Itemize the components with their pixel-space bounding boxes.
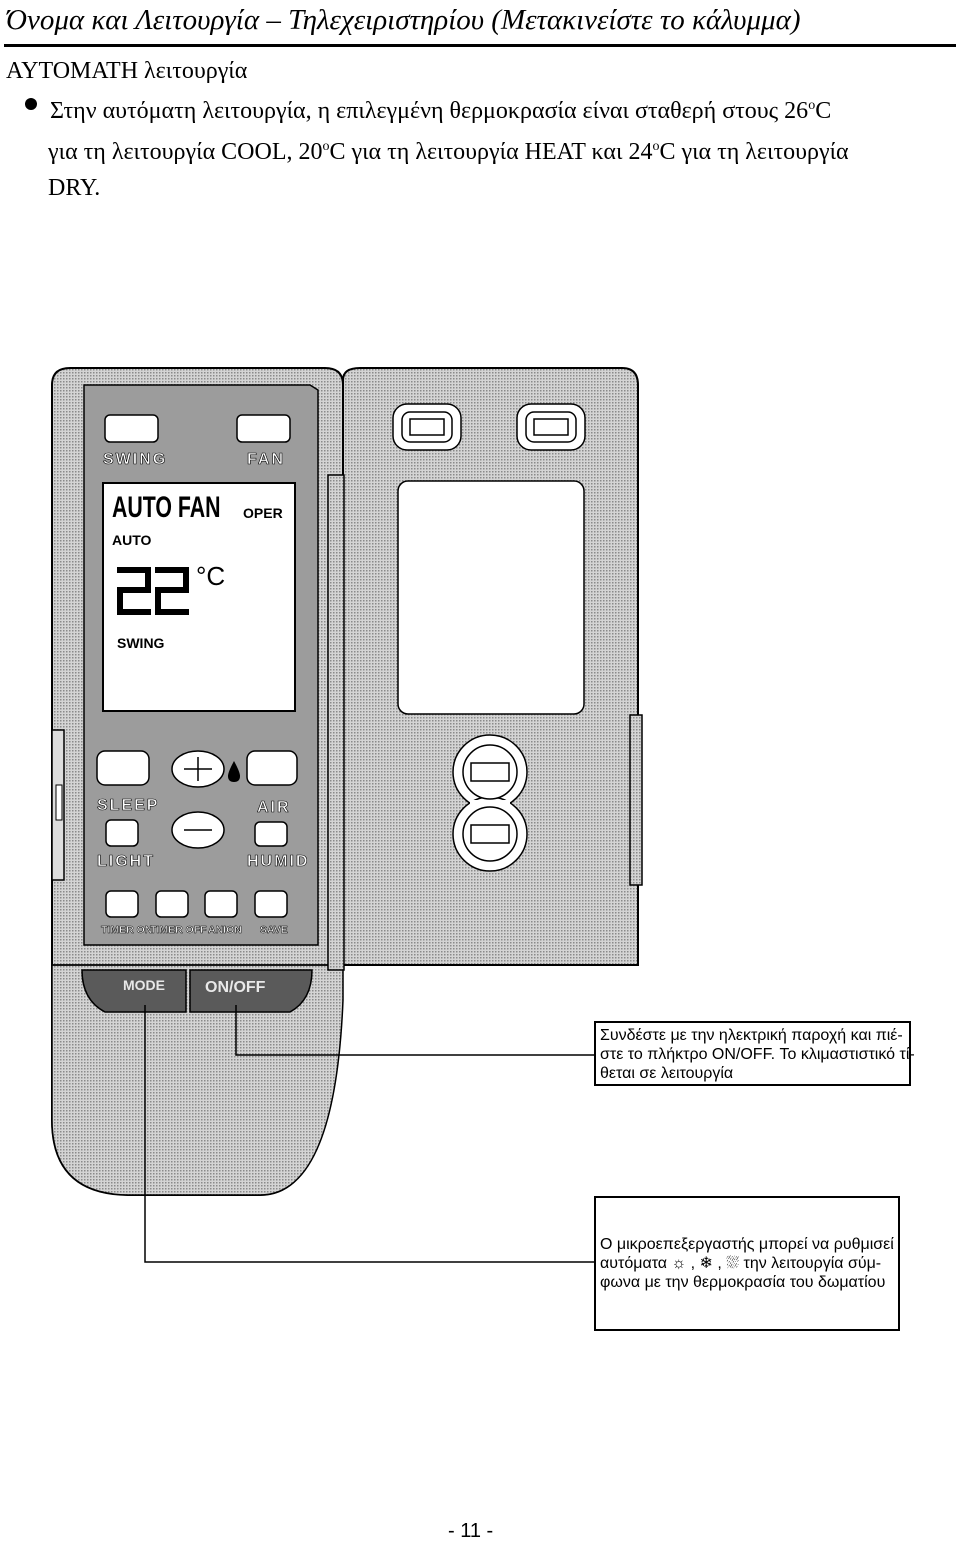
bullet-icon [25,98,37,110]
lcd-mode: AUTO [112,532,152,548]
mode-leader-line [144,1005,595,1263]
anion-label: ANION [208,924,242,936]
timer-off-button[interactable] [155,890,189,918]
auto-mode-paragraph: Στην αυτόματη λειτουργία, η επιλεγμένη θ… [48,88,950,206]
lcd-temperature-unit: °C [196,561,225,591]
on-off-button[interactable] [189,969,313,1013]
light-button[interactable] [105,819,139,847]
cover-window [397,480,585,715]
page-number: - 11 - [448,1520,494,1542]
sleep-button[interactable] [96,750,150,786]
lcd-display [102,482,296,712]
onoff-leader-line [235,1005,595,1056]
air-label: AIR [257,799,291,816]
humid-label: HUMID [247,853,309,870]
mode-label: MODE [123,977,165,993]
cover-hinge-left [392,403,462,451]
anion-button[interactable] [204,890,238,918]
air-button[interactable] [246,750,298,786]
light-label: LIGHT [97,853,155,870]
timer-off-label: TIMER OFF [150,924,207,936]
title-rule [4,44,956,47]
timer-on-label: TIMER ON [101,924,152,936]
para-line-1: Στην αυτόματη λειτουργία, η επιλεγμένη θ… [50,98,832,124]
water-drop-icon [228,761,240,782]
lcd-oper: OPER [243,505,283,521]
onoff-callout: Συνδέστε με την ηλεκτρική παροχή και πιέ… [594,1021,915,1086]
para-line-3: DRY. [48,175,101,201]
drop-icon: ⛆ [726,1255,740,1272]
cover-clip [452,734,528,872]
mode-button[interactable] [81,969,187,1013]
mode-callout: Ο μικροεπεξεργαστής μπορεί να ρυθμισεί α… [594,1196,900,1331]
sun-icon: ☼ [671,1255,687,1272]
swing-button[interactable] [104,414,159,443]
timer-on-button[interactable] [105,890,139,918]
para-line-2: για τη λειτουργία COOL, 20oC για τη λειτ… [48,139,849,165]
cover-hinge-right [516,403,586,451]
humid-button[interactable] [254,821,288,847]
save-label: SAVE [260,924,288,936]
section-heading: AYTOMATH λειτουργία [6,58,248,84]
sleep-label: SLEEP [97,797,159,814]
page-title: Όνομα και Λειτουργία – Τηλεχειριστηρίου … [6,4,801,36]
fan-button[interactable] [236,414,291,443]
lcd-fan-mode: AUTO FAN [112,489,221,524]
on-off-label: ON/OFF [205,979,266,996]
snowflake-icon: ❄ [699,1255,713,1272]
save-button[interactable] [254,890,288,918]
lcd-swing: SWING [117,635,165,651]
fan-label: FAN [247,451,285,468]
lcd-temperature-digits [117,567,189,615]
swing-label: SWING [103,451,167,468]
